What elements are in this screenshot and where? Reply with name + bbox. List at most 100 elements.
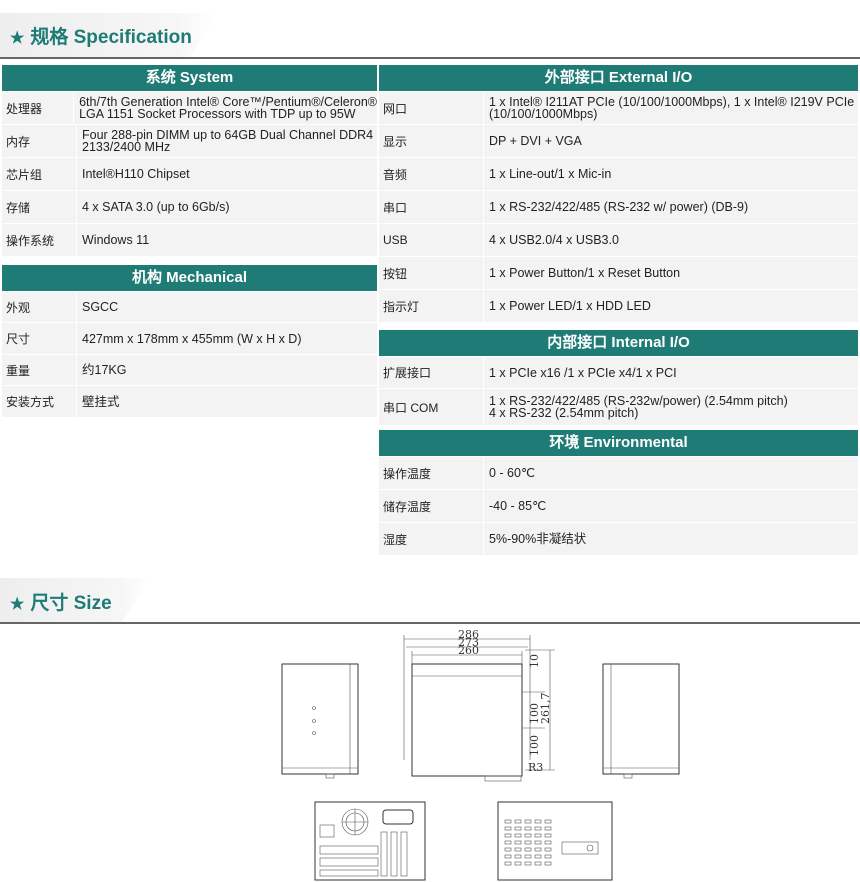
- row-value-line: 4 x SATA 3.0 (up to 6Gb/s): [82, 200, 230, 214]
- row-label: USB: [379, 224, 484, 256]
- internal-io-table: 内部接口 Internal I/O 扩展接口 1 x PCIe x16 /1 x …: [379, 330, 858, 425]
- row-value: -40 - 85℃: [484, 490, 858, 522]
- row-value-line: 1 x Line-out/1 x Mic-in: [489, 167, 612, 181]
- specification-title-text: 规格 Specification: [30, 27, 192, 48]
- row-value-line: Four 288-pin DIMM up to 64GB Dual Channe…: [82, 128, 374, 142]
- internal-io-table-header: 内部接口 Internal I/O: [379, 330, 858, 356]
- vent-hole: [514, 861, 522, 866]
- vent-hole: [534, 847, 542, 852]
- dim-r3: R3: [528, 761, 543, 774]
- dim-100-upper: 100: [528, 703, 541, 724]
- row-value: 1 x Line-out/1 x Mic-in: [484, 158, 858, 190]
- row-label: 储存温度: [379, 490, 484, 522]
- row-label: 按钮: [379, 257, 484, 289]
- row-value: 1 x Power LED/1 x HDD LED: [484, 290, 858, 322]
- row-value: 1 x Power Button/1 x Reset Button: [484, 257, 858, 289]
- row-value-line: 5%-90%非凝结状: [489, 532, 587, 546]
- rear-io-view: [314, 801, 426, 881]
- row-value: Four 288-pin DIMM up to 64GB Dual Channe…: [77, 125, 377, 157]
- size-tab: [0, 578, 150, 622]
- row-value: 1 x PCIe x16 /1 x PCIe x4/1 x PCI: [484, 357, 858, 388]
- vent-hole: [544, 819, 552, 824]
- row-value-line: Windows 11: [82, 233, 150, 247]
- specification-header: ★规格 Specification: [0, 13, 860, 59]
- vent-hole: [544, 847, 552, 852]
- row-value: 壁挂式: [77, 386, 377, 417]
- row-value-line: -40 - 85℃: [489, 499, 547, 513]
- size-header: ★尺寸 Size: [0, 578, 860, 624]
- dim-260: 260: [458, 644, 479, 657]
- row-label: 串口: [379, 191, 484, 223]
- row-value: 约17KG: [77, 355, 377, 385]
- row-value: Windows 11: [77, 224, 377, 256]
- row-value: 4 x SATA 3.0 (up to 6Gb/s): [77, 191, 377, 223]
- row-value: Intel®H110 Chipset: [77, 158, 377, 190]
- row-label: 重量: [2, 355, 77, 385]
- row-label: 扩展接口: [379, 357, 484, 388]
- vent-hole: [524, 833, 532, 838]
- vent-hole: [544, 826, 552, 831]
- row-value-line: 1 x Intel® I211AT PCIe (10/100/1000Mbps)…: [489, 95, 855, 109]
- dim-100-lower: 100: [528, 735, 541, 756]
- vent-hole: [534, 861, 542, 866]
- vent-hole: [514, 833, 522, 838]
- vent-hole: [504, 833, 512, 838]
- top-vent-view: [497, 801, 613, 881]
- row-value-line: 0 - 60℃: [489, 466, 536, 480]
- row-value: 0 - 60℃: [484, 457, 858, 489]
- table-row: 操作温度 0 - 60℃: [379, 457, 858, 489]
- right-side-view: [602, 663, 680, 779]
- row-value-line: DP + DVI + VGA: [489, 134, 582, 148]
- row-value-line: 4 x RS-232 (2.54mm pitch): [489, 406, 639, 420]
- vent-hole: [534, 854, 542, 859]
- dim-286: 286: [458, 628, 479, 641]
- row-value: 1 x Intel® I211AT PCIe (10/100/1000Mbps)…: [484, 92, 858, 124]
- row-value: 427mm x 178mm x 455mm (W x H x D): [77, 323, 377, 354]
- row-label: 湿度: [379, 523, 484, 555]
- vent-hole: [524, 819, 532, 824]
- vent-hole: [524, 826, 532, 831]
- star-icon: ★: [10, 596, 25, 613]
- row-label: 外观: [2, 292, 77, 322]
- table-row: 扩展接口 1 x PCIe x16 /1 x PCIe x4/1 x PCI: [379, 357, 858, 388]
- vent-hole: [524, 847, 532, 852]
- row-label: 操作温度: [379, 457, 484, 489]
- row-value: SGCC: [77, 292, 377, 322]
- vent-hole: [534, 826, 542, 831]
- dim-261-7: 261,7: [539, 693, 552, 725]
- row-value-line: Intel®H110 Chipset: [82, 167, 190, 181]
- table-row: 安装方式壁挂式: [2, 386, 377, 417]
- row-label: 显示: [379, 125, 484, 157]
- table-row: 指示灯 1 x Power LED/1 x HDD LED: [379, 290, 858, 322]
- row-value: 5%-90%非凝结状: [484, 523, 858, 555]
- dim-10: 10: [528, 654, 541, 668]
- table-row: 湿度 5%-90%非凝结状: [379, 523, 858, 555]
- row-label: 指示灯: [379, 290, 484, 322]
- vent-hole: [514, 826, 522, 831]
- vent-hole: [544, 854, 552, 859]
- row-label: 串口 COM: [379, 389, 484, 425]
- vent-hole-grid: [504, 819, 552, 866]
- row-value-line: 1 x PCIe x16 /1 x PCIe x4/1 x PCI: [489, 365, 677, 380]
- vent-hole: [504, 861, 512, 866]
- row-value-line: 4 x USB2.0/4 x USB3.0: [489, 233, 619, 247]
- vent-hole: [504, 847, 512, 852]
- left-side-view: [281, 663, 359, 779]
- row-value-line: 427mm x 178mm x 455mm (W x H x D): [82, 331, 302, 346]
- row-value-line: (10/100/1000Mbps): [489, 107, 598, 121]
- row-value-line: 1 x Power LED/1 x HDD LED: [489, 299, 651, 313]
- table-row: 储存温度 -40 - 85℃: [379, 490, 858, 522]
